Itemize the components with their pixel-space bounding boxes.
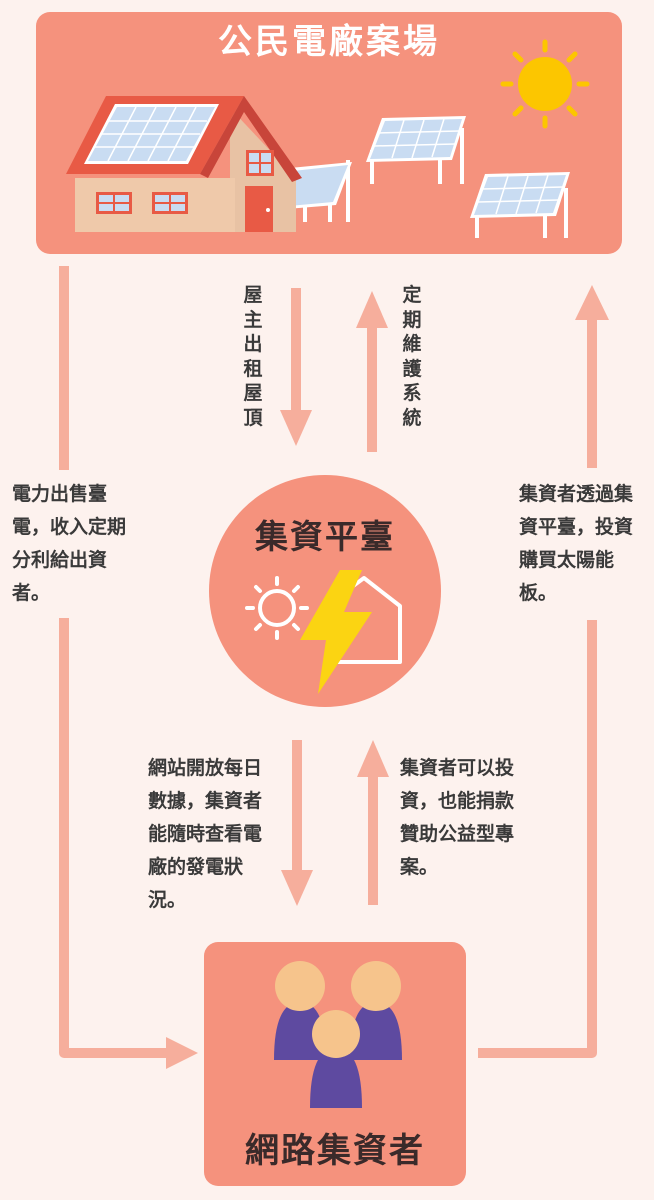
open-data-label: 網站開放每日數據，集資者能隨時查看電廠的發電狀況。 [148, 757, 263, 911]
arrowhead-maintain-up [356, 291, 388, 328]
sun-icon [500, 39, 590, 129]
lightning-bolt-icon [300, 570, 372, 694]
small-sun-icon [245, 576, 309, 640]
ground-solar-panel-icon [470, 172, 570, 238]
donate-label: 集資者可以投資，也能捐款贊助公益型專案。 [400, 757, 515, 878]
rent-roof-label: 屋主出租屋頂 [243, 284, 263, 429]
arrowhead-open-data-down [281, 870, 313, 906]
ground-solar-panel-icon [366, 116, 466, 184]
power-plant-site-title: 公民電廠案場 [218, 22, 440, 62]
arrowhead-donate-up [357, 740, 389, 777]
invest-label: 集資者透過集資平臺，投資購買太陽能板。 [519, 483, 634, 604]
arrowhead-right-up [575, 285, 609, 320]
person-icon [350, 961, 402, 1060]
arrowhead-rent-roof-down [280, 410, 312, 446]
solar-house-illustration [66, 39, 590, 238]
person-icon [310, 1010, 362, 1108]
crowdfunding-platform-title: 集資平臺 [255, 517, 395, 556]
arrow-sell-power-line-bottom [59, 618, 168, 1058]
sell-power-label: 電力出售臺電，收入定期分利給出資者。 [12, 483, 127, 604]
house-icon [66, 96, 302, 232]
person-icon [274, 961, 326, 1060]
online-investors-title: 網路集資者 [245, 1131, 425, 1171]
arrow-invest-line-bottom [478, 620, 597, 1058]
maintain-system-label: 定期維護系統 [402, 284, 422, 429]
arrowhead-left-right [166, 1037, 198, 1069]
